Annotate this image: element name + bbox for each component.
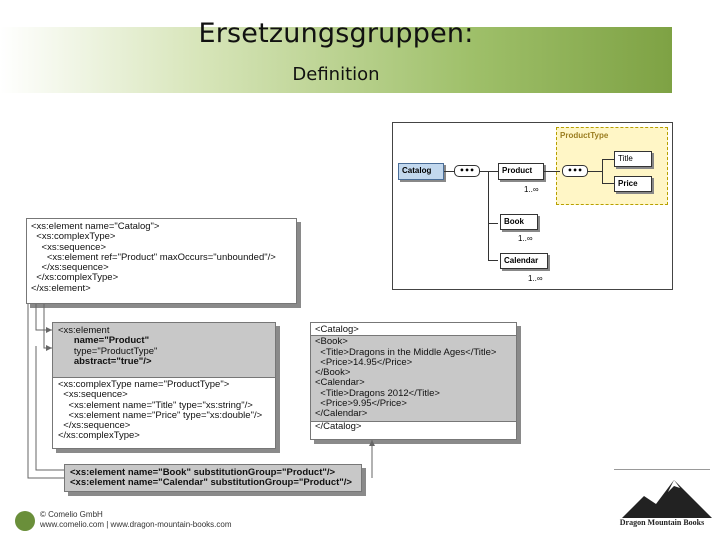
- code-line: <Catalog>: [315, 324, 359, 335]
- calendar-node: Calendar: [500, 253, 548, 269]
- code-line: <Price>14.95</Price>: [315, 356, 413, 368]
- sequence-icon: •••: [454, 165, 480, 177]
- footer-links[interactable]: www.comelio.com | www.dragon-mountain-bo…: [40, 520, 232, 529]
- code-line: <xs:complexType>: [31, 231, 116, 243]
- code-line: <Book>: [315, 336, 348, 348]
- brand-name: Dragon Mountain Books: [619, 518, 705, 527]
- xml-products-section: <Book> <Title>Dragons in the Middle Ages…: [311, 335, 516, 422]
- footer-text: © Comelio GmbH www.comelio.com | www.dra…: [40, 510, 231, 530]
- title-node: Title: [614, 151, 652, 167]
- substitution-group-box: <xs:element name="Book" substitutionGrou…: [64, 464, 362, 492]
- code-line: <Title>Dragons in the Middle Ages</Title…: [315, 346, 497, 358]
- code-line: type="ProductType": [58, 345, 158, 357]
- slide-title: Ersetzungsgruppen:: [198, 18, 474, 49]
- code-line: abstract="true"/>: [58, 355, 152, 367]
- code-line: </xs:element>: [31, 282, 91, 294]
- catalog-schema-box: <xs:element name="Catalog"> <xs:complexT…: [26, 218, 297, 304]
- catalog-node: Catalog: [398, 163, 444, 180]
- code-line: <xs:element name="Catalog">: [31, 221, 160, 232]
- mountain-logo-icon: [622, 480, 712, 518]
- code-line: <Price>9.95</Price>: [315, 398, 407, 410]
- code-line: <xs:sequence>: [31, 241, 106, 253]
- code-line: <xs:element name="Book" substitutionGrou…: [70, 467, 336, 478]
- product-multiplicity: 1..∞: [524, 185, 539, 194]
- product-type-section: <xs:complexType name="ProductType"> <xs:…: [53, 378, 275, 444]
- code-line: </xs:complexType>: [58, 430, 140, 442]
- sequence-icon-2: •••: [562, 165, 588, 177]
- code-line: <xs:element name="Calendar" substitution…: [70, 477, 352, 489]
- product-type-label: ProductType: [560, 131, 609, 140]
- calendar-multiplicity: 1..∞: [528, 274, 543, 283]
- product-node: Product: [498, 163, 544, 180]
- price-node: Price: [614, 176, 652, 192]
- product-element-section: <xs:element name="Product" type="Product…: [53, 323, 275, 378]
- copyright: © Comelio GmbH: [40, 510, 103, 519]
- book-node: Book: [500, 214, 538, 230]
- code-line: </Book>: [315, 367, 351, 379]
- code-line: name="Product": [58, 335, 150, 347]
- code-line: </xs:sequence>: [58, 420, 131, 432]
- book-multiplicity: 1..∞: [518, 234, 533, 243]
- code-line: <Calendar>: [315, 377, 365, 389]
- slide-subtitle: Definition: [292, 64, 380, 85]
- code-line: <xs:element: [58, 325, 110, 336]
- code-line: <xs:element ref="Product" maxOccurs="unb…: [31, 251, 276, 263]
- xml-instance-box: <Catalog> <Book> <Title>Dragons in the M…: [310, 322, 517, 440]
- code-line: <xs:element name="Price" type="xs:double…: [58, 409, 263, 421]
- code-line: </xs:sequence>: [31, 262, 109, 274]
- code-line: <xs:sequence>: [58, 389, 128, 401]
- footer-separator: [614, 469, 710, 470]
- code-line: </Catalog>: [315, 420, 362, 432]
- code-line: <xs:element name="Title" type="xs:string…: [58, 399, 253, 411]
- code-line: </Calendar>: [315, 408, 368, 420]
- code-line: </xs:complexType>: [31, 272, 119, 284]
- product-definition-box: <xs:element name="Product" type="Product…: [52, 322, 276, 449]
- code-line: <xs:complexType name="ProductType">: [58, 379, 230, 390]
- code-line: <Title>Dragons 2012</Title>: [315, 387, 440, 399]
- header-band: [0, 27, 672, 93]
- comelio-logo: [15, 511, 35, 531]
